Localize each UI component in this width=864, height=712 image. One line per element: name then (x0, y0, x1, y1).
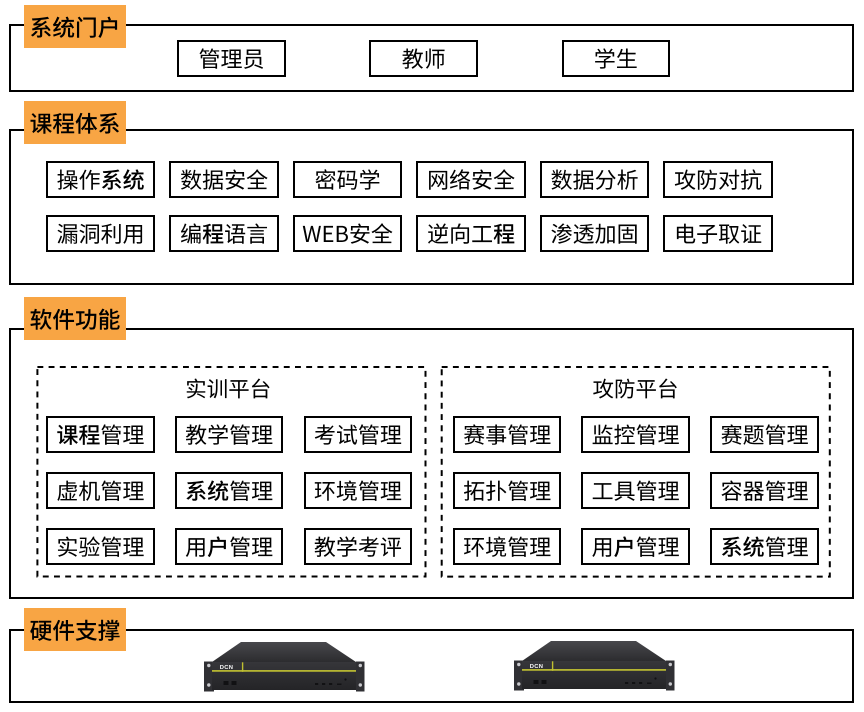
svg-text:DCN: DCN (530, 664, 543, 670)
svg-text:DCN: DCN (220, 665, 233, 671)
